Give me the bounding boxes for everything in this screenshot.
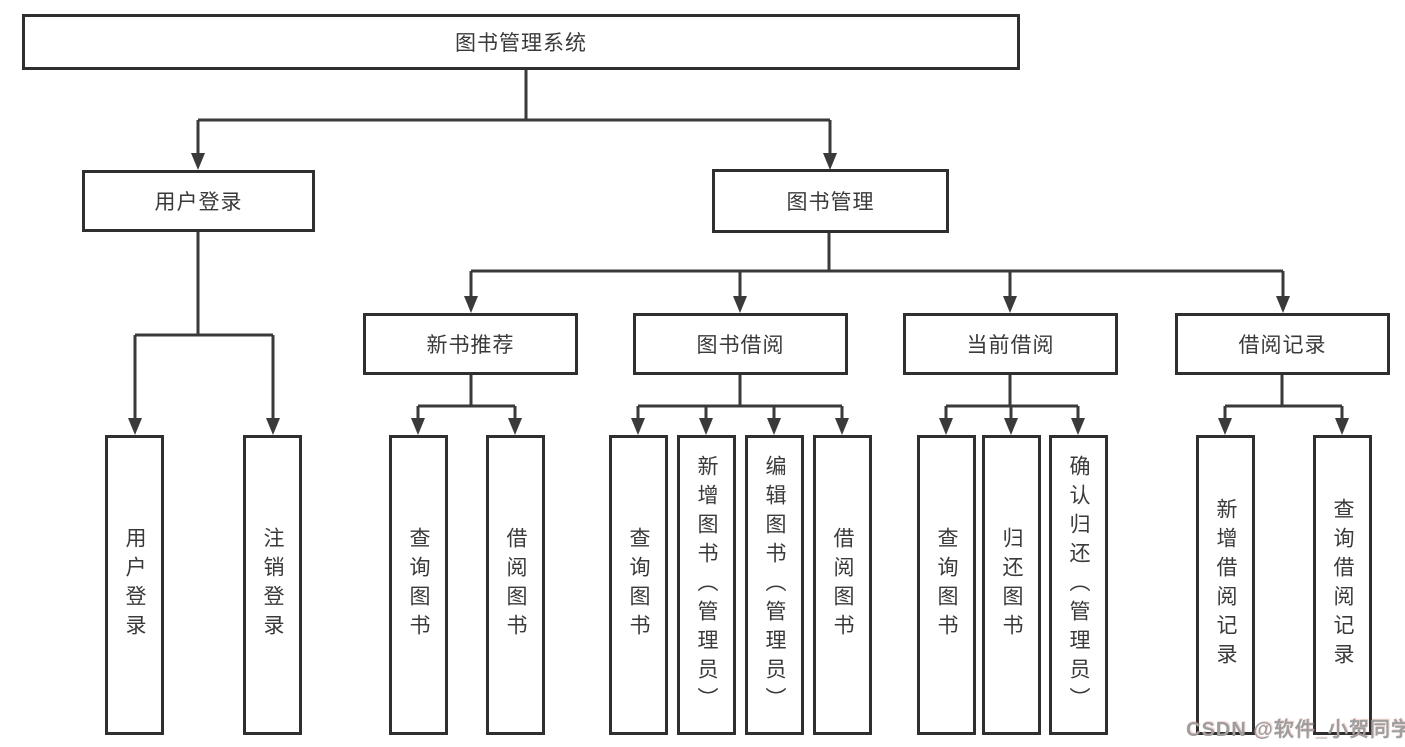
leaf-label: 查询图书	[407, 527, 430, 643]
leaf-label: 确认归还（管理员）	[1067, 454, 1090, 716]
arrowhead-icons	[128, 153, 1349, 435]
leaf-query-books-3: 查询图书	[917, 435, 976, 735]
leaf-label: 编辑图书（管理员）	[763, 454, 786, 716]
leaf-label: 查询图书	[627, 527, 650, 643]
leaf-user-login: 用户登录	[105, 435, 164, 735]
leaf-label: 新增借阅记录	[1214, 498, 1237, 672]
leaf-query-borrow-record: 查询借阅记录	[1313, 435, 1372, 735]
node-current-borrowing: 当前借阅	[903, 313, 1118, 375]
leaf-label: 用户登录	[123, 527, 146, 643]
leaf-label: 注销登录	[261, 527, 284, 643]
leaf-borrow-books-2: 借阅图书	[813, 435, 872, 735]
node-book-borrowing: 图书借阅	[633, 313, 848, 375]
leaf-label: 归还图书	[1000, 527, 1023, 643]
leaf-borrow-books-1: 借阅图书	[486, 435, 545, 735]
leaf-label: 新增图书（管理员）	[695, 454, 718, 716]
leaf-confirm-return-admin: 确认归还（管理员）	[1049, 435, 1108, 735]
node-user-login: 用户登录	[82, 170, 315, 232]
leaf-label: 查询借阅记录	[1331, 498, 1354, 672]
leaf-edit-books-admin: 编辑图书（管理员）	[745, 435, 804, 735]
leaf-label: 借阅图书	[504, 527, 527, 643]
leaf-query-books-1: 查询图书	[389, 435, 448, 735]
connector-paths	[133, 70, 1344, 423]
node-book-management: 图书管理	[712, 169, 949, 233]
leaf-add-borrow-record: 新增借阅记录	[1196, 435, 1255, 735]
node-root-system: 图书管理系统	[22, 14, 1020, 70]
leaf-logout: 注销登录	[243, 435, 302, 735]
leaf-return-books: 归还图书	[982, 435, 1041, 735]
node-new-book-recommend: 新书推荐	[363, 313, 578, 375]
leaf-add-books-admin: 新增图书（管理员）	[677, 435, 736, 735]
csdn-watermark: CSDN @软件_小贺同学	[1186, 719, 1405, 741]
leaf-label: 查询图书	[935, 527, 958, 643]
leaf-label: 借阅图书	[831, 527, 854, 643]
leaf-query-books-2: 查询图书	[609, 435, 668, 735]
node-borrow-records: 借阅记录	[1175, 313, 1390, 375]
